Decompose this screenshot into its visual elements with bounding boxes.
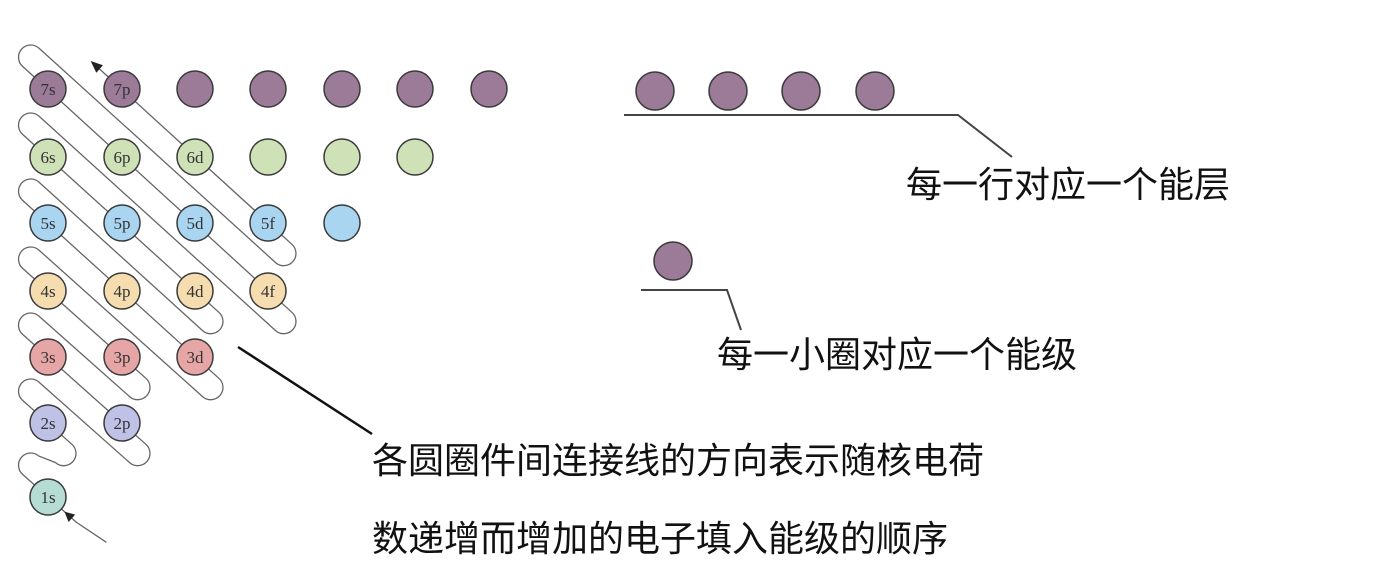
orbital-label: 6p [114,148,131,167]
orbital-circle [29,404,67,442]
orbital-circle [176,204,214,242]
sublevel-circle [781,71,821,111]
orbital-circle [249,138,287,176]
orbital-label: 5f [261,214,276,233]
orbital-circle [249,70,287,108]
orbital-label: 4s [40,282,55,301]
filling-order-line [17,44,297,543]
row-callout-line [624,114,1013,158]
orbital-circle [470,70,508,108]
circle-example [641,241,742,331]
orbital-circle [29,478,67,516]
orbital-circle [249,272,287,310]
orbital-label: 2s [40,414,55,433]
orbital-circle [249,204,287,242]
orbital-label: 4f [261,282,276,301]
orbital-circle [176,272,214,310]
orbital-label: 3p [114,348,131,367]
orbital-label: 4d [187,282,205,301]
arrow-end-icon [90,61,103,73]
orbital-circle [103,204,141,242]
path-label-line1: 各圆圈件间连接线的方向表示随核电荷 [372,441,985,482]
orbital-circle [396,138,434,176]
orbital-circle [103,404,141,442]
sublevel-circle [708,71,748,111]
orbital-label: 5p [114,214,131,233]
row-label: 每一行对应一个能层 [906,165,1231,206]
orbital-circle [396,70,434,108]
filling-order-path [17,44,297,543]
circle-callout-line [641,289,742,331]
orbital-label: 5d [187,214,205,233]
orbital-circle [29,272,67,310]
orbital-circle [176,338,214,376]
orbital-circle [29,70,67,108]
path-label-line2: 数递增而增加的电子填入能级的顺序 [372,519,949,560]
orbital-label: 5s [40,214,55,233]
orbital-label: 7p [114,80,131,99]
orbital-grid: 7s 7p 6s 6p 6d 5s 5p 5d 5f 4s 4p 4d 4f 3s 3p 3d 2s 2p 1s [29,70,508,516]
arrow-start-icon [64,511,76,523]
orbital-circle [103,272,141,310]
orbital-circle [176,70,214,108]
orbital-circle [323,70,361,108]
orbital-circle [29,338,67,376]
orbital-circle [103,138,141,176]
orbital-label: 1s [40,488,55,507]
orbital-circle [323,204,361,242]
row-example [624,71,1013,158]
orbital-circle [29,138,67,176]
path-callout-line [237,345,373,436]
orbital-label: 7s [40,80,55,99]
orbital-circle [323,138,361,176]
orbital-circle [103,338,141,376]
orbital-circle [29,204,67,242]
orbital-circle [176,138,214,176]
orbital-circle [103,70,141,108]
orbital-label: 2p [114,414,131,433]
orbital-label: 4p [114,282,131,301]
orbital-label: 6s [40,148,55,167]
circle-label: 每一小圈对应一个能级 [717,335,1078,376]
orbital-label: 3d [187,348,205,367]
orbital-label: 6d [187,148,205,167]
sublevel-circle [653,241,693,281]
sublevel-circle [635,71,675,111]
sublevel-circle [855,71,895,111]
orbital-label: 3s [40,348,55,367]
